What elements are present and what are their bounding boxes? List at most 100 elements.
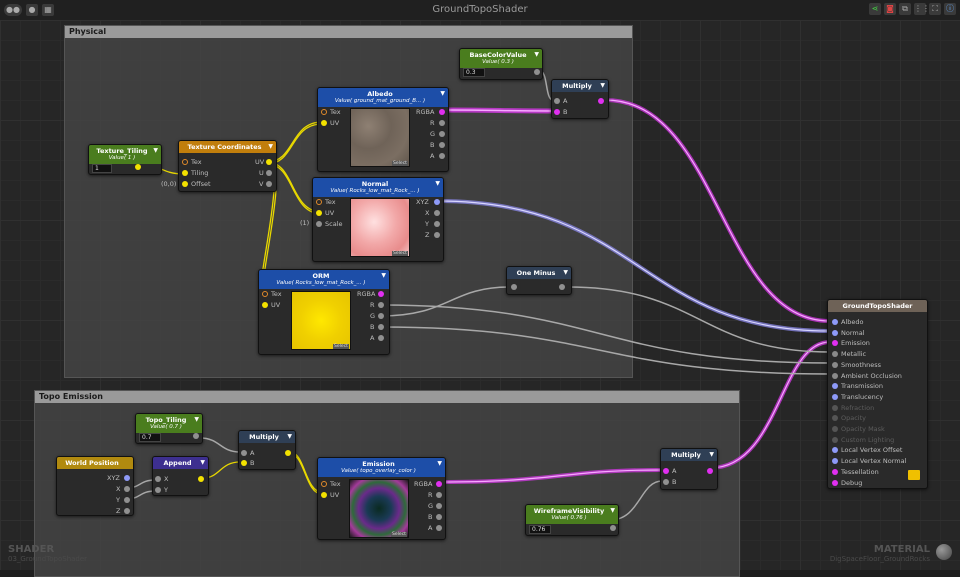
- output-port-g[interactable]: [439, 131, 445, 137]
- input-port[interactable]: [832, 447, 838, 454]
- chevron-down-icon[interactable]: ▼: [435, 180, 440, 187]
- chevron-down-icon[interactable]: ▼: [381, 272, 386, 279]
- input-port-tex[interactable]: [182, 159, 188, 165]
- input-port-tex[interactable]: [321, 481, 327, 487]
- output-port-y[interactable]: [434, 221, 440, 227]
- save-icon[interactable]: [908, 470, 920, 480]
- output-port-z[interactable]: [124, 508, 130, 514]
- node-texture-coordinates[interactable]: Texture Coordinates▼ Tex Tiling Offset U…: [178, 140, 277, 192]
- input-port[interactable]: [832, 415, 838, 422]
- output-port[interactable]: [193, 433, 199, 439]
- output-port-y[interactable]: [124, 497, 130, 503]
- input-port-tex[interactable]: [316, 199, 322, 205]
- input-port-a[interactable]: [554, 98, 560, 104]
- input-port-tex[interactable]: [262, 291, 268, 297]
- output-port[interactable]: [707, 468, 713, 474]
- output-port-xyz[interactable]: [124, 475, 130, 481]
- output-port[interactable]: [559, 284, 565, 290]
- input-port[interactable]: [832, 361, 838, 368]
- chevron-down-icon[interactable]: ▼: [200, 459, 205, 466]
- frame-icon[interactable]: ⧉: [899, 3, 911, 15]
- input-port-b[interactable]: [241, 460, 247, 466]
- output-port-rgba[interactable]: [439, 109, 445, 115]
- input-port[interactable]: [832, 329, 838, 336]
- output-port-b[interactable]: [378, 324, 384, 330]
- input-port-a[interactable]: [241, 450, 247, 456]
- chevron-down-icon[interactable]: ▼: [194, 416, 199, 423]
- texture-preview[interactable]: [350, 108, 410, 167]
- input-port[interactable]: [511, 284, 517, 290]
- output-port-a[interactable]: [436, 525, 442, 531]
- input-port-offset[interactable]: [182, 181, 188, 187]
- input-port[interactable]: [832, 404, 838, 411]
- input-port-uv[interactable]: [262, 302, 268, 308]
- texture-preview[interactable]: [350, 198, 410, 257]
- node-multiply[interactable]: Multiply▼ A B: [551, 79, 609, 119]
- output-port[interactable]: [610, 525, 616, 531]
- output-port-x[interactable]: [124, 486, 130, 492]
- chevron-down-icon[interactable]: ▼: [600, 82, 605, 89]
- input-port-scale[interactable]: [316, 221, 322, 227]
- input-port-b[interactable]: [663, 479, 669, 485]
- input-port-uv[interactable]: [316, 210, 322, 216]
- input-port[interactable]: [832, 458, 838, 465]
- input-port[interactable]: [832, 479, 838, 486]
- value-field[interactable]: 0.7: [139, 433, 161, 442]
- value-field[interactable]: 1: [92, 164, 112, 173]
- chevron-down-icon[interactable]: ▼: [440, 90, 445, 97]
- output-port-uv[interactable]: [266, 159, 272, 165]
- input-port[interactable]: [832, 436, 838, 443]
- chevron-down-icon[interactable]: ▼: [268, 143, 273, 150]
- input-port-uv[interactable]: [321, 120, 327, 126]
- output-port-a[interactable]: [439, 153, 445, 159]
- input-port[interactable]: [832, 468, 838, 475]
- output-port-r[interactable]: [378, 302, 384, 308]
- chevron-down-icon[interactable]: ▼: [563, 269, 568, 276]
- input-port[interactable]: [832, 383, 838, 390]
- node-canvas[interactable]: Physical Topo Emission: [0, 20, 960, 577]
- node-append[interactable]: Append▼ X Y: [152, 456, 209, 496]
- output-port[interactable]: [198, 476, 204, 482]
- input-port-tex[interactable]: [321, 109, 327, 115]
- output-port-rgba[interactable]: [436, 481, 442, 487]
- select-button[interactable]: Select: [333, 344, 349, 349]
- chevron-down-icon[interactable]: ▼: [153, 147, 158, 154]
- output-port[interactable]: [598, 98, 604, 104]
- output-port[interactable]: [135, 164, 141, 170]
- node-multiply[interactable]: Multiply▼ A B: [660, 448, 718, 490]
- fit-icon[interactable]: ⛶: [929, 3, 941, 15]
- camera-icon[interactable]: ◙: [884, 3, 896, 15]
- select-button[interactable]: Select: [392, 161, 408, 166]
- input-port[interactable]: [832, 319, 838, 325]
- share-icon[interactable]: ⋖: [869, 3, 881, 15]
- input-port[interactable]: [832, 393, 838, 400]
- select-button[interactable]: Select: [391, 532, 407, 537]
- input-port[interactable]: [832, 372, 838, 379]
- select-button[interactable]: Select: [392, 251, 408, 256]
- output-port-xyz[interactable]: [434, 199, 440, 205]
- toggle-icon[interactable]: ●●: [4, 4, 22, 16]
- circle-icon[interactable]: ●: [26, 4, 38, 16]
- output-port-g[interactable]: [378, 313, 384, 319]
- chevron-down-icon[interactable]: ▼: [437, 460, 442, 467]
- input-port-y[interactable]: [155, 487, 161, 493]
- value-field[interactable]: 0.76: [529, 525, 551, 534]
- output-port-b[interactable]: [439, 142, 445, 148]
- input-port-uv[interactable]: [321, 492, 327, 498]
- node-multiply[interactable]: Multiply▼ A B: [238, 430, 296, 470]
- output-port-z[interactable]: [434, 232, 440, 238]
- input-port-tiling[interactable]: [182, 170, 188, 176]
- node-world-position[interactable]: World Position XYZ X Y Z: [56, 456, 134, 516]
- input-port[interactable]: [832, 340, 838, 347]
- output-port-rgba[interactable]: [378, 291, 384, 297]
- output-port-r[interactable]: [439, 120, 445, 126]
- output-port-g[interactable]: [436, 503, 442, 509]
- input-port-b[interactable]: [554, 109, 560, 115]
